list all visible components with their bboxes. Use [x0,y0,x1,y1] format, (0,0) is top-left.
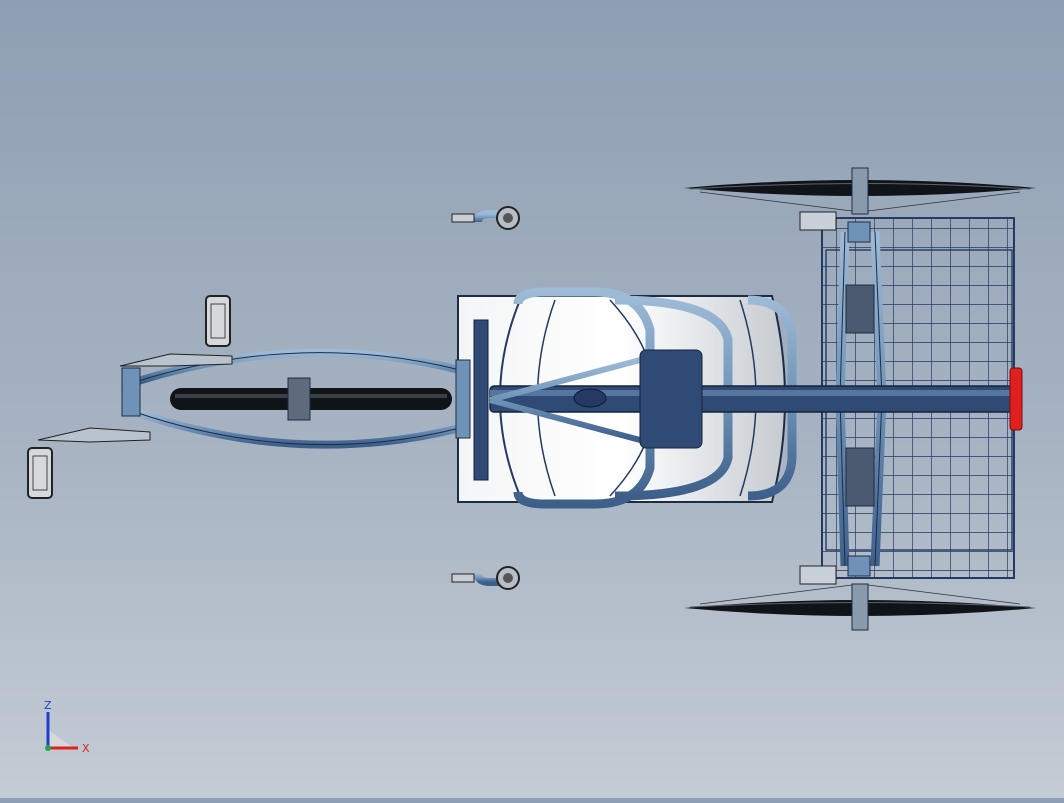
z-axis-label: Z [44,699,52,712]
rear-wheel-bottom [684,583,1036,631]
triad-plane [48,730,74,748]
x-axis-label: X [82,742,90,755]
pedal-bottom[interactable] [27,447,53,499]
rear-reflector [1009,367,1023,431]
handlebar[interactable] [451,206,520,590]
triad-origin [45,745,51,751]
pedal-top[interactable] [205,295,231,347]
front-frame [133,348,471,449]
front-wheel [170,377,452,421]
crank-assembly [37,353,233,443]
rear-wheel-top [684,167,1036,215]
orientation-triad[interactable]: Z X [38,696,108,760]
main-frame-tube [489,349,1013,449]
